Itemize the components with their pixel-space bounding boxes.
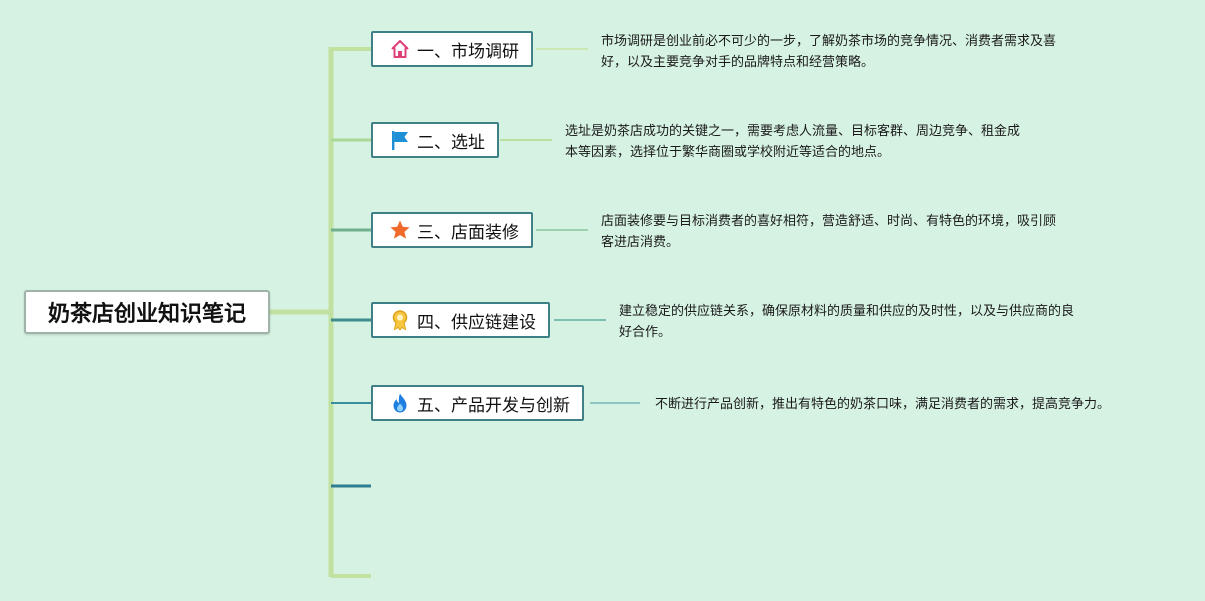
note-line: 客进店消费。 [601,235,680,250]
note-line: 不断进行产品创新，推出有特色的奶茶口味，满足消费者的需求，提高竞争力。 [655,397,1111,412]
note-line: 选址是奶茶店成功的关键之一，需要考虑人流量、目标客群、周边竞争、租金成 [565,124,1021,139]
note-line: 好合作。 [619,325,672,340]
flame-icon [393,393,407,413]
topic-store-decoration[interactable]: 三、店面装修 [371,212,533,248]
topic-label: 二、选址 [417,132,485,153]
flag-icon [392,131,408,150]
topic-supply-chain[interactable]: 四、供应链建设 [371,302,550,338]
topic-market-research[interactable]: 一、市场调研 [371,31,533,67]
topic-label: 一、市场调研 [417,41,519,62]
note-line: 市场调研是创业前必不可少的一步，了解奶茶市场的竞争情况、消费者需求及喜 [601,34,1057,49]
note-store-decoration: 店面装修要与目标消费者的喜好相符，营造舒适、时尚、有特色的环境，吸引顾 客进店消… [601,211,1101,253]
topic-label: 四、供应链建设 [417,312,536,333]
topic-product-innovation[interactable]: 五、产品开发与创新 [371,385,584,421]
note-site-selection: 选址是奶茶店成功的关键之一，需要考虑人流量、目标客群、周边竞争、租金成 本等因素… [565,121,1065,163]
house-icon [391,40,409,58]
topic-label: 三、店面装修 [417,222,519,243]
note-line: 本等因素，选择位于繁华商圈或学校附近等适合的地点。 [565,145,891,160]
medal-icon [392,310,408,331]
note-line: 店面装修要与目标消费者的喜好相符，营造舒适、时尚、有特色的环境，吸引顾 [601,214,1057,229]
note-line: 好，以及主要竞争对手的品牌特点和经营策略。 [601,55,875,70]
note-line: 建立稳定的供应链关系，确保原材料的质量和供应的及时性，以及与供应商的良 [619,304,1075,319]
topic-label: 五、产品开发与创新 [417,395,570,416]
topic-site-selection[interactable]: 二、选址 [371,122,499,158]
note-product-innovation: 不断进行产品创新，推出有特色的奶茶口味，满足消费者的需求，提高竞争力。 [655,394,1195,415]
note-market-research: 市场调研是创业前必不可少的一步，了解奶茶市场的竞争情况、消费者需求及喜 好，以及… [601,31,1101,73]
star-icon [390,220,410,239]
root-title: 奶茶店创业知识笔记 [47,302,246,327]
root-topic[interactable]: 奶茶店创业知识笔记 [24,290,270,334]
note-supply-chain: 建立稳定的供应链关系，确保原材料的质量和供应的及时性，以及与供应商的良 好合作。 [619,301,1119,343]
